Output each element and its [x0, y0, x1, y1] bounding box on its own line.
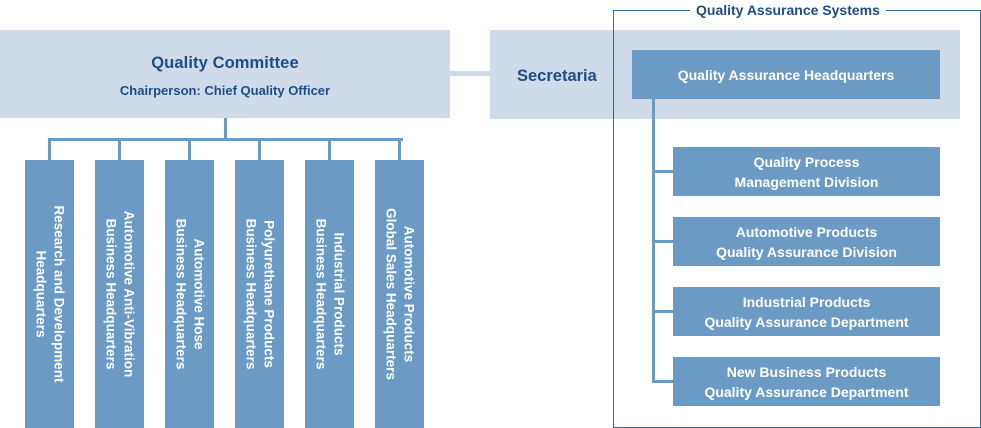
department-line2: Business Headquarters [103, 218, 119, 370]
department-line1: Research and Development [51, 205, 67, 383]
committee-subtitle: Chairperson: Chief Quality Officer [119, 83, 331, 98]
qa-division-box: Quality Process Management Division [673, 147, 940, 196]
qa-headquarters-label: Quality Assurance Headquarters [677, 66, 895, 83]
qa-division-line2: Quality Assurance Department [704, 383, 909, 400]
department-box: Automotive Hose Business Headquarters [165, 160, 214, 428]
qa-division-line2: Quality Assurance Division [716, 243, 897, 260]
departments-bus-line [48, 138, 403, 141]
committee-secretaria-connector [450, 71, 490, 76]
department-drop-line [48, 138, 51, 160]
department-box: Research and Development Headquarters [25, 160, 74, 428]
department-line1: Automotive Anti-Vibration [121, 210, 137, 378]
department-drop-line [258, 138, 261, 160]
department-line2: Business Headquarters [313, 218, 329, 370]
department-box: Industrial Products Business Headquarter… [305, 160, 354, 428]
committee-stem-line [224, 118, 227, 140]
qa-branch-line-2 [652, 240, 673, 243]
department-line2: Headquarters [33, 250, 49, 338]
qa-division-line1: New Business Products [726, 363, 887, 380]
qa-division-line1: Automotive Products [735, 223, 878, 240]
qa-division-line1: Quality Process [753, 153, 860, 170]
qa-branch-line-4 [652, 380, 673, 383]
qa-division-line2: Quality Assurance Department [704, 313, 909, 330]
department-drop-line [398, 138, 401, 160]
department-line1: Industrial Products [331, 232, 347, 356]
qa-systems-title: Quality Assurance Systems [690, 2, 886, 18]
department-box: Automotive Products Global Sales Headqua… [375, 160, 424, 428]
qa-headquarters-box: Quality Assurance Headquarters [632, 50, 940, 99]
qa-division-line2: Management Division [734, 173, 879, 190]
department-drop-line [118, 138, 121, 160]
qa-branch-line-1 [652, 170, 673, 173]
department-line1: Automotive Products [401, 225, 417, 363]
department-line2: Business Headquarters [173, 218, 189, 370]
qa-division-box: Automotive Products Quality Assurance Di… [673, 217, 940, 266]
department-line1: Polyurethane Products [261, 220, 277, 368]
department-drop-line [328, 138, 331, 160]
qa-branch-line-3 [652, 310, 673, 313]
qa-division-box: New Business Products Quality Assurance … [673, 357, 940, 406]
department-drop-line [188, 138, 191, 160]
qa-division-box: Industrial Products Quality Assurance De… [673, 287, 940, 336]
department-line2: Business Headquarters [243, 218, 259, 370]
department-line1: Automotive Hose [191, 238, 207, 350]
secretaria-label: Secretaria [517, 67, 597, 85]
committee-title: Quality Committee [151, 54, 299, 72]
department-box: Polyurethane Products Business Headquart… [235, 160, 284, 428]
department-box: Automotive Anti-Vibration Business Headq… [95, 160, 144, 428]
qa-division-line1: Industrial Products [742, 293, 871, 310]
department-line2: Global Sales Headquarters [383, 208, 399, 380]
quality-committee-box: Quality Committee Chairperson: Chief Qua… [0, 30, 450, 118]
